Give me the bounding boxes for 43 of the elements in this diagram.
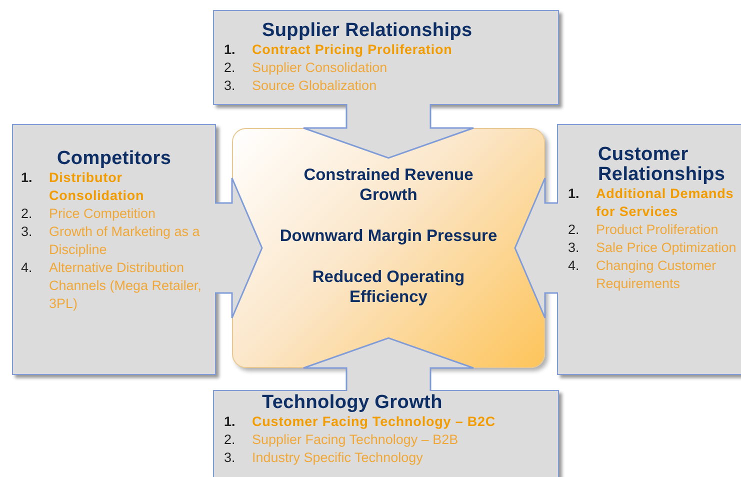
list-item: Supplier Facing Technology – B2B — [252, 431, 458, 449]
list-number: 3. — [224, 77, 236, 95]
box-heading: Technology Growth — [262, 393, 444, 413]
effect-text: Downward Margin Pressure — [278, 226, 498, 246]
list-item: Product Proliferation — [596, 221, 718, 239]
list-item: Additional Demands for Services — [596, 185, 735, 221]
list-item: Distributor Consolidation — [49, 169, 146, 205]
list-item: Changing Customer Requirements — [596, 257, 718, 293]
list-number: 1. — [224, 41, 236, 59]
effect-text: Constrained Revenue Growth — [302, 165, 474, 205]
list-number: 2. — [568, 221, 580, 239]
list-number: 2. — [224, 59, 236, 77]
list-item: Contract Pricing Proliferation — [252, 41, 452, 59]
block-arrow — [302, 103, 474, 159]
list-number: 1. — [224, 413, 236, 431]
list-item: Price Competition — [49, 205, 156, 223]
list-number: 4. — [568, 257, 580, 275]
list-number: 2. — [21, 205, 34, 223]
callout-box — [12, 124, 216, 375]
list-item: Source Globalization — [252, 77, 377, 95]
box-heading: Competitors — [57, 149, 172, 169]
list-number: 4. — [21, 259, 34, 277]
block-arrow — [514, 177, 559, 319]
callout-box — [213, 390, 559, 477]
list-item: Customer Facing Technology – B2C — [252, 413, 496, 431]
list-item: Sale Price Optimization — [596, 239, 736, 257]
list-number: 1. — [568, 185, 580, 203]
callout-box — [557, 124, 741, 375]
list-number: 2. — [224, 431, 236, 449]
list-number: 3. — [224, 449, 236, 467]
box-heading: Customer Relationships — [598, 145, 726, 185]
list-number: 3. — [568, 239, 580, 257]
list-item: Supplier Consolidation — [252, 59, 388, 77]
box-heading: Supplier Relationships — [262, 21, 474, 41]
list-number: 1. — [21, 169, 34, 187]
block-arrow — [214, 177, 263, 319]
callout-box — [213, 10, 559, 105]
list-number: 3. — [21, 223, 34, 241]
effect-text: Reduced Operating Efficiency — [311, 267, 466, 307]
list-item: Alternative Distribution Channels (Mega Retailer, 3PL) — [49, 259, 202, 313]
list-item: Growth of Marketing as a Discipline — [49, 223, 201, 259]
list-item: Industry Specific Technology — [252, 449, 423, 467]
block-arrow — [302, 337, 474, 392]
